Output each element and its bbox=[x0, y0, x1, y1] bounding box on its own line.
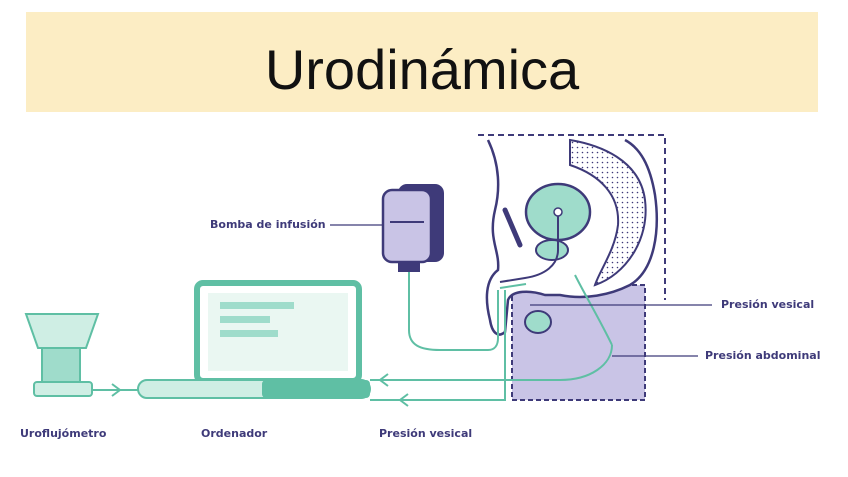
connection-lines bbox=[92, 272, 613, 407]
uroflowmeter-icon bbox=[24, 313, 100, 397]
pelvis-cross-section-icon bbox=[478, 134, 666, 401]
title-banner: Urodinámica bbox=[26, 12, 818, 112]
page-title: Urodinámica bbox=[264, 38, 580, 101]
label-infusion-pump: Bomba de infusión bbox=[210, 218, 326, 231]
infusion-pump-icon bbox=[381, 184, 444, 272]
label-abdominal-pressure: Presión abdominal bbox=[705, 349, 821, 362]
label-uroflowmeter: Uroflujómetro bbox=[20, 427, 107, 440]
label-computer: Ordenador bbox=[201, 427, 268, 440]
label-leaders bbox=[330, 224, 712, 357]
label-vesical-pressure-bottom: Presión vesical bbox=[379, 427, 473, 440]
label-vesical-pressure-right: Presión vesical bbox=[721, 298, 815, 311]
laptop-icon bbox=[137, 280, 371, 399]
